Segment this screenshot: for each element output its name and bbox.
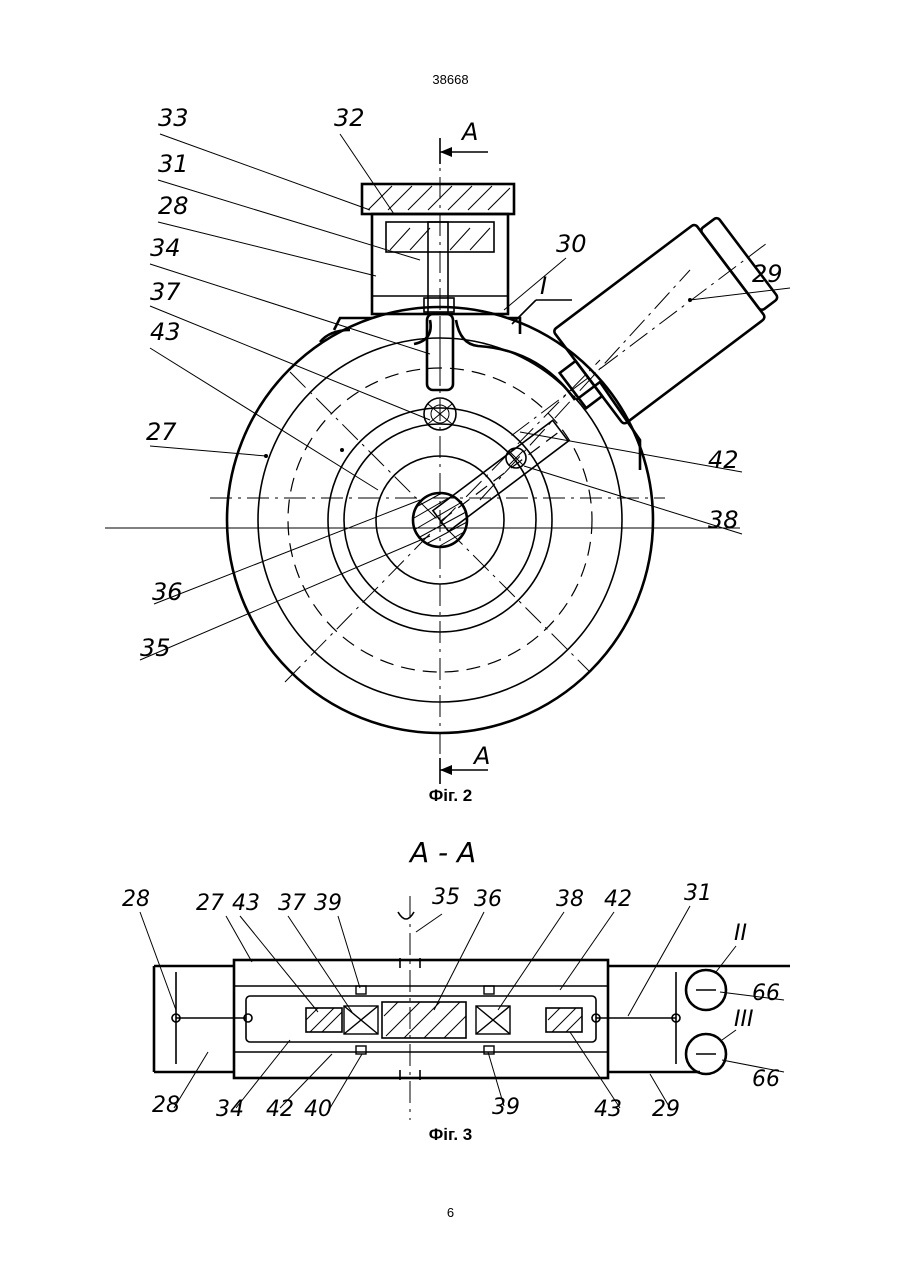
fig2-label-28: 28	[158, 192, 189, 220]
fig2-label-34: 34	[150, 234, 181, 262]
fig3-label-43-top: 43	[232, 891, 260, 916]
fig3-label-38: 38	[556, 887, 584, 912]
fig3-label-66b: 66	[752, 1067, 780, 1092]
figure-2-caption: Фіг. 2	[0, 786, 901, 806]
fig3-label-28-top: 28	[122, 887, 150, 912]
fig3-label-34: 34	[216, 1097, 244, 1122]
fig2-label-29: 29	[752, 260, 783, 288]
fig2-label-32: 32	[334, 104, 365, 132]
fig3-label-27: 27	[196, 891, 224, 916]
section-title: A - A	[408, 836, 476, 869]
fig2-label-38: 38	[708, 506, 739, 534]
section-mark-top: A	[460, 118, 478, 146]
fig2-label-27: 27	[146, 418, 177, 446]
fig2-label-36: 36	[152, 578, 183, 606]
fig2-label-37: 37	[150, 278, 181, 306]
page-number: 6	[0, 1205, 901, 1220]
fig3-label-iii: III	[734, 1007, 753, 1032]
fig3-label-37: 37	[278, 891, 306, 916]
fig3-label-43-bottom: 43	[594, 1097, 622, 1122]
fig2-label-33: 33	[158, 104, 189, 132]
section-mark-bottom: A	[472, 742, 490, 770]
fig3-label-ii: II	[734, 921, 747, 946]
fig3-label-39-top: 39	[314, 891, 342, 916]
fig3-label-39-bottom: 39	[492, 1095, 520, 1120]
fig2-label-42: 42	[708, 446, 739, 474]
fig3-label-35: 35	[432, 885, 460, 910]
fig2-label-35: 35	[140, 634, 171, 662]
fig2-label-43: 43	[150, 318, 181, 346]
fig3-label-29: 29	[652, 1097, 680, 1122]
fig3-label-31: 31	[684, 881, 712, 906]
fig3-label-28-bottom: 28	[152, 1093, 180, 1118]
figure-2-drawing: A A I 33	[105, 104, 803, 784]
fig3-label-42-top: 42	[604, 887, 632, 912]
fig3-label-36: 36	[474, 887, 502, 912]
fig3-label-66a: 66	[752, 981, 780, 1006]
fig3-label-40: 40	[304, 1097, 332, 1122]
figure-3-caption: Фіг. 3	[0, 1125, 901, 1145]
fig2-label-31: 31	[158, 150, 189, 178]
figure-3-drawing: A - A	[122, 836, 790, 1122]
fig3-label-42-bottom: 42	[266, 1097, 294, 1122]
fig2-label-30: 30	[556, 230, 587, 258]
